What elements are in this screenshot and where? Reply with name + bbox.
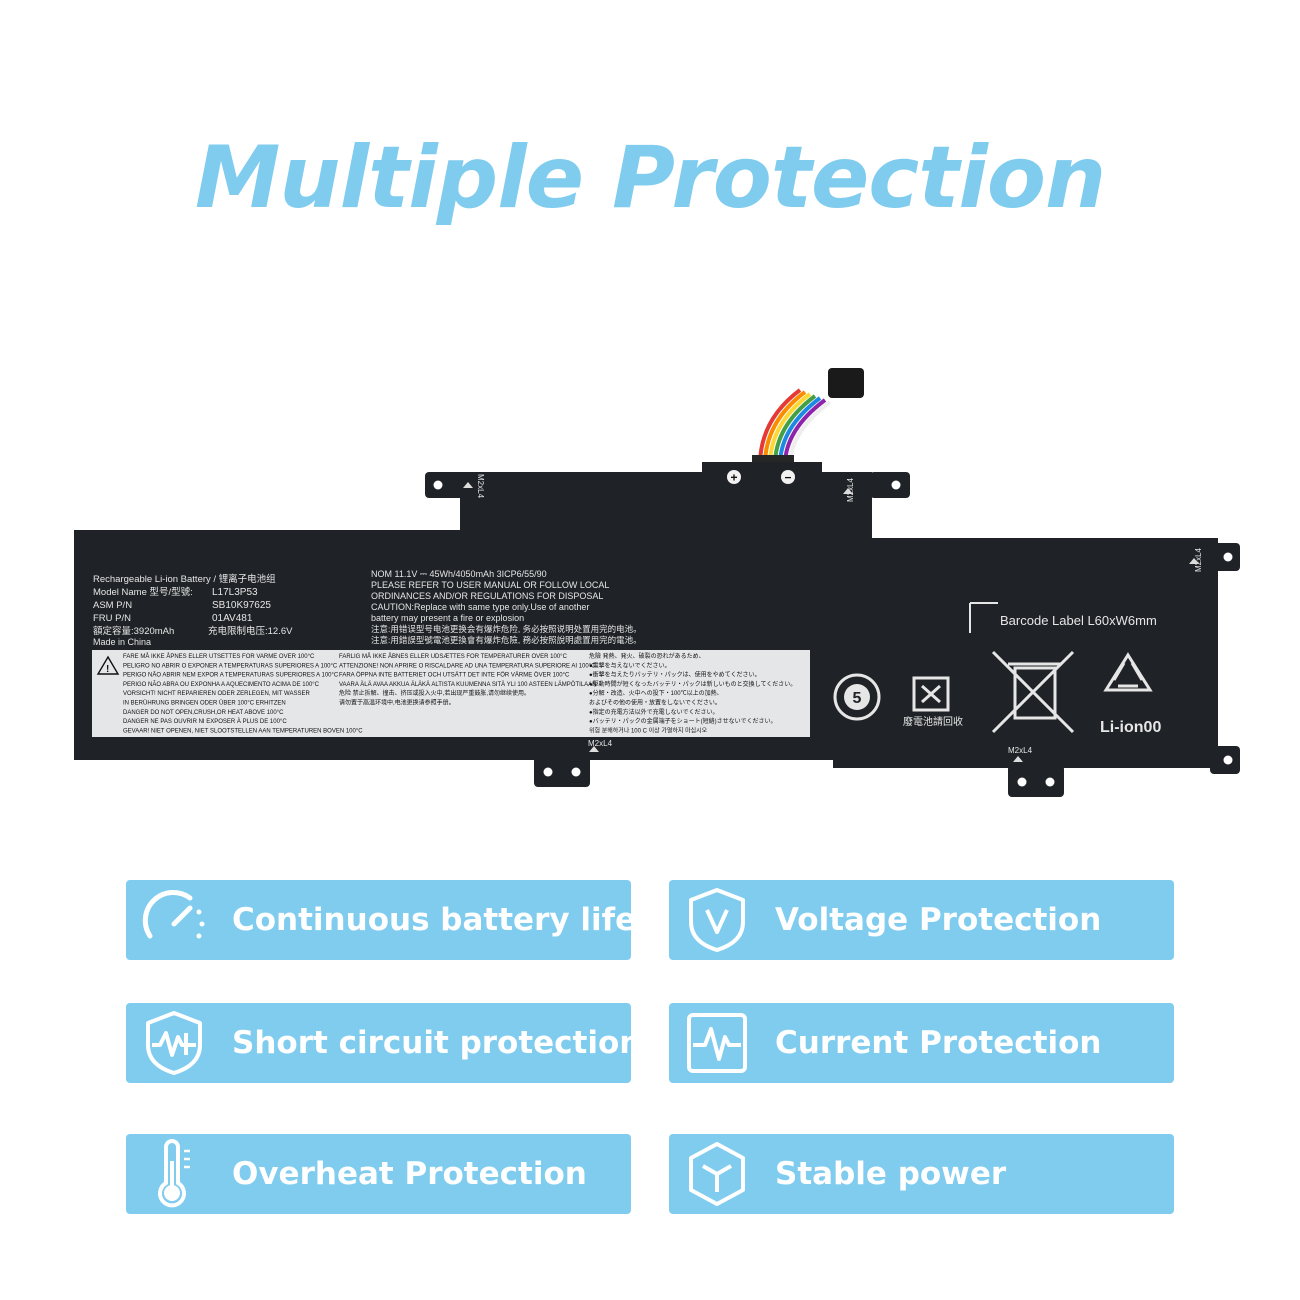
gauge-icon xyxy=(126,880,222,960)
warning-line: ●衝撃を与えたりバッテリ・パックは、使用をやめてください。 xyxy=(589,671,760,679)
feature-overheat-protection: Overheat Protection xyxy=(126,1134,631,1214)
asm-value: SB10K97625 xyxy=(212,600,271,611)
warning-line: DANGER DO NOT OPEN,CRUSH,OR HEAT ABOVE 1… xyxy=(123,710,284,716)
warning-line: 위험 분해하거나 100 C 이상 가열하지 마십시오 xyxy=(589,726,708,734)
warning-line: PERIGO NÃO ABRA OU EXPONHA A AQUECIMENTO… xyxy=(123,681,320,688)
warning-line: FARA ÖPPNA INTE BATTERIET OCH UTSÄTT DET… xyxy=(339,672,570,679)
warning-line: VORSICHT! NICHT REPARIEREN ODER ZERLEGEN… xyxy=(123,691,310,697)
caution-line1: CAUTION:Replace with same type only.Use … xyxy=(371,602,589,612)
made-in: Made in China xyxy=(93,637,151,647)
shield-pulse-icon xyxy=(126,1003,222,1083)
model-value: L17L3P53 xyxy=(212,587,258,598)
li-ion-label: Li-ion00 xyxy=(1100,719,1161,736)
cube-icon xyxy=(669,1134,765,1214)
crossed-bin-icon xyxy=(991,650,1075,734)
warning-line: ●指定の充電方法以外で充電しないでください。 xyxy=(589,708,718,716)
warning-line: およびその他の使用・放置をしないでください。 xyxy=(589,699,721,707)
m2-right: M2xL4 xyxy=(1194,547,1203,572)
battery-cable xyxy=(752,368,864,473)
warning-line: PERIGO NÃO ABRIR NEM EXPOR A TEMPERATURA… xyxy=(123,672,339,679)
eco-period-number: 5 xyxy=(853,690,862,707)
feature-label: Continuous battery life xyxy=(232,902,637,938)
shield-v-icon xyxy=(669,880,765,960)
disposal-line2: ORDINANCES AND/OR REGULATIONS FOR DISPOS… xyxy=(371,591,603,601)
warning-line: 请勿置于高温环境中,电池更换请参照手册。 xyxy=(339,699,455,707)
barcode-label: Barcode Label L60xW6mm xyxy=(1000,613,1157,628)
svg-text:!: ! xyxy=(106,664,109,675)
caution-cn1: 注意:用错误型号电池更换会有爆炸危险, 务必按照说明处置用完的电池。 xyxy=(371,624,642,634)
feature-label: Stable power xyxy=(775,1156,1007,1192)
warning-line: DANGER NE PAS OUVRIR NI EXPOSER À PLUS D… xyxy=(123,718,287,725)
fru-value: 01AV481 xyxy=(212,613,253,624)
battery-recycle-cn-icon xyxy=(912,676,950,712)
battery-line1: Rechargeable Li-ion Battery / 锂离子电池组 xyxy=(93,573,276,585)
asm-key: ASM P/N xyxy=(93,600,132,611)
feature-short-circuit-protection: Short circuit protection xyxy=(126,1003,641,1083)
plus-terminal: + xyxy=(730,471,737,485)
mount-holes xyxy=(433,480,1233,787)
barcode-corner xyxy=(969,602,998,633)
m2-top-right: M2xL4 xyxy=(846,477,855,502)
feature-stable-power: Stable power xyxy=(669,1134,1174,1214)
capacity-value: 充电限制电压:12.6V xyxy=(208,625,293,637)
warning-line: IN BERÜHRUNG BRINGEN ODER ÜBER 100°C ERH… xyxy=(123,700,286,707)
warning-panel xyxy=(92,650,810,737)
feature-current-protection: Current Protection xyxy=(669,1003,1174,1083)
fru-key: FRU P/N xyxy=(93,613,131,624)
warning-line: 危险 禁止拆解、撞击、挤压或投入火中,若出现严重鼓胀,请勿继续使用。 xyxy=(339,689,530,697)
thermometer-icon xyxy=(126,1134,222,1214)
minus-terminal: − xyxy=(784,471,791,485)
warning-line: ●バッテリ・パックの金属端子をショート(短絡)させないでください。 xyxy=(589,717,776,725)
nom-spec: NOM 11.1V ⎓ 45Wh/4050mAh 3ICP6/55/90 xyxy=(371,569,547,579)
feature-label: Current Protection xyxy=(775,1025,1102,1061)
warning-line: GEVAAR! NIET OPENEN, NIET SLOOTSTELLEN A… xyxy=(123,728,363,734)
caution-line2: battery may present a fire or explosion xyxy=(371,613,524,623)
warning-line: VAARA ÄLÄ AVAA AKKUA ÄLÄKÄ ALTISTA KUUME… xyxy=(339,681,596,688)
warning-line: ATTENZIONE! NON APRIRE O RISCALDARE AD U… xyxy=(339,663,596,669)
warning-line: PELIGRO NO ABRIR O EXPONER A TEMPERATURA… xyxy=(123,663,338,669)
recycle-cn-text: 廢電池請回收 xyxy=(903,715,963,728)
warning-line: ●電撃を与えないでください。 xyxy=(589,661,670,669)
feature-label: Overheat Protection xyxy=(232,1156,587,1192)
feature-label: Short circuit protection xyxy=(232,1025,642,1061)
warning-line: FARLIG MÅ IKKE ÅBNES ELLER UDSÆTTES FOR … xyxy=(339,653,568,660)
warning-line: ●駆動時間が短くなったバッテリ・パックは新しいものと交換してください。 xyxy=(589,680,796,688)
warning-line: ●分解・改造、火中への投下・100℃以上の加熱、 xyxy=(589,689,723,697)
feature-voltage-protection: Voltage Protection xyxy=(669,880,1174,960)
warning-triangle-icon xyxy=(96,655,120,675)
battery-image: Rechargeable Li-ion Battery / 锂离子电池组 Mod… xyxy=(74,368,1240,797)
disposal-line1: PLEASE REFER TO USER MANUAL OR FOLLOW LO… xyxy=(371,580,609,590)
pulse-icon xyxy=(669,1003,765,1083)
feature-continuous-battery-life: Continuous battery life xyxy=(126,880,636,960)
warning-line: 危險 発熱、発火、破裂の恐れがあるため、 xyxy=(589,652,705,660)
m2-bottom-right: M2xL4 xyxy=(1008,746,1033,755)
m2-top-left: M2xL4 xyxy=(476,474,485,499)
eco-period-icon: 5 xyxy=(833,673,881,721)
feature-label: Voltage Protection xyxy=(775,902,1102,938)
m2-bottom-left: M2xL4 xyxy=(588,739,613,748)
capacity-key: 額定容量:3920mAh xyxy=(93,625,174,637)
model-key: Model Name 型号/型號: xyxy=(93,586,193,598)
warning-line: FARE MÅ IKKE ÅPNES ELLER UTSETTES FOR VA… xyxy=(123,653,315,660)
caution-cn2: 注意:用錯誤型號電池更換會有爆炸危險, 務必按照說明處置用完的電池。 xyxy=(371,635,642,645)
recycle-icon xyxy=(1103,652,1153,692)
page-title: Multiple Protection xyxy=(194,128,1106,228)
